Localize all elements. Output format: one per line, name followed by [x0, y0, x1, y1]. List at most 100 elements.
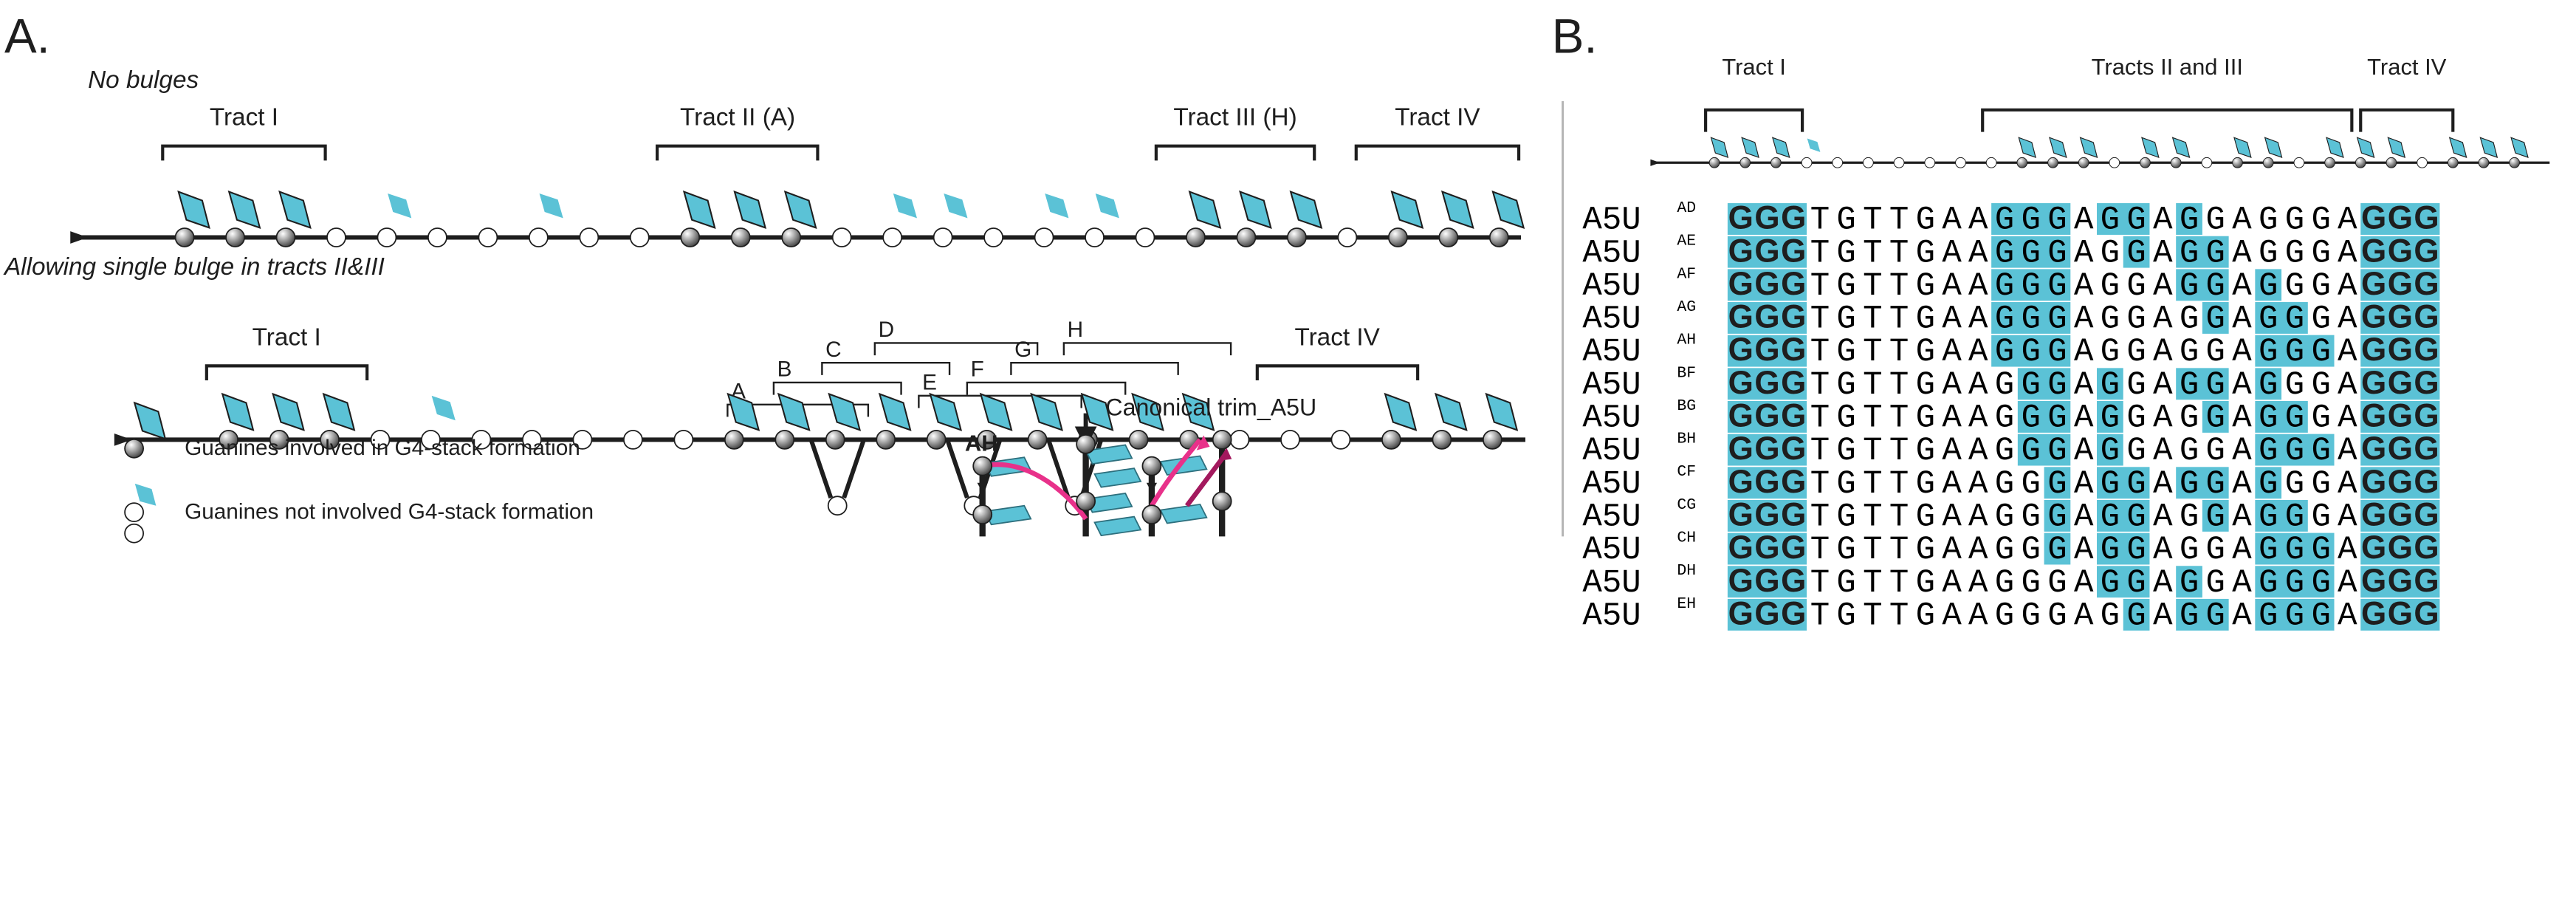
- svg-text:T: T: [1889, 597, 1909, 634]
- svg-text:G: G: [1995, 301, 2014, 338]
- svg-text:T: T: [1889, 235, 1909, 272]
- svg-text:T: T: [1863, 400, 1882, 437]
- svg-text:G: G: [1781, 496, 1806, 532]
- bulge-window-bracket: [772, 381, 902, 395]
- stacked-run-highlight: [2176, 269, 2229, 301]
- svg-text:G: G: [2311, 334, 2330, 371]
- svg-text:G: G: [2206, 334, 2225, 371]
- stacked-run-highlight: [1727, 598, 1807, 631]
- bulge-window-bracket: [873, 342, 1039, 356]
- stacked-run-highlight: [2123, 598, 2150, 631]
- bulge-window-bracket: [821, 362, 951, 375]
- svg-text:G: G: [2414, 496, 2439, 532]
- stacked-guanine: [680, 227, 701, 247]
- svg-text:A: A: [2338, 433, 2357, 470]
- svg-text:G: G: [2361, 398, 2386, 434]
- stacked-guanine: [2016, 157, 2028, 168]
- svg-text:G: G: [2206, 202, 2225, 239]
- stacked-guanine: [174, 227, 195, 247]
- svg-text:T: T: [1810, 301, 1830, 338]
- svg-text:T: T: [1810, 367, 1830, 404]
- stacked-guanine: [977, 429, 997, 450]
- variant-prefix: A5U: [1582, 597, 1641, 634]
- svg-text:G: G: [2414, 398, 2439, 434]
- svg-text:G: G: [1754, 365, 1779, 401]
- variant-superscript: BG: [1677, 397, 1696, 415]
- variant-superscript: AH: [1677, 332, 1696, 349]
- svg-text:A: A: [1968, 301, 1988, 338]
- stacked-guanine: [2447, 157, 2459, 168]
- panel-b-strand: [1650, 137, 2550, 168]
- svg-text:G: G: [2126, 268, 2146, 305]
- stacked-run-highlight: [1991, 335, 2071, 367]
- svg-text:G: G: [1728, 595, 1754, 631]
- svg-text:G: G: [2047, 235, 2067, 272]
- svg-text:G: G: [1836, 400, 1855, 437]
- stacked-run-highlight: [2202, 499, 2229, 532]
- svg-text:A: A: [2338, 565, 2357, 602]
- svg-text:T: T: [1863, 597, 1882, 634]
- stacked-run-highlight: [2360, 434, 2440, 466]
- svg-text:G: G: [2361, 563, 2386, 599]
- variant-prefix: A5U: [1582, 565, 1641, 602]
- stacked-run-highlight: [1727, 335, 1807, 367]
- svg-text:A: A: [2338, 334, 2357, 371]
- svg-text:T: T: [1810, 268, 1830, 305]
- svg-text:G: G: [1995, 202, 2014, 239]
- non-guanine-base: [2201, 157, 2213, 168]
- stacked-run-highlight: [2097, 203, 2150, 235]
- svg-text:A: A: [2338, 499, 2357, 535]
- stacked-guanine: [1488, 227, 1509, 247]
- svg-text:G: G: [1781, 266, 1806, 302]
- non-guanine-base: [1135, 227, 1155, 247]
- svg-text:G: G: [1754, 398, 1779, 434]
- svg-text:T: T: [1810, 466, 1830, 503]
- row1-tract-brackets: Tract I Tract II (A) Tract III (H) Tract…: [161, 104, 1521, 161]
- svg-text:T: T: [1810, 433, 1830, 470]
- stacked-guanine: [2170, 157, 2182, 168]
- window-label-c: C: [825, 338, 841, 362]
- svg-text:G: G: [2388, 365, 2413, 401]
- stacked-run-highlight: [2176, 467, 2229, 499]
- stacked-run-highlight: [2017, 400, 2071, 433]
- stacked-guanine: [1186, 227, 1206, 247]
- stacked-guanine: [2232, 157, 2243, 168]
- b-tract-iv-label: Tract IV: [2367, 54, 2447, 80]
- stacked-run-highlight: [2255, 368, 2282, 400]
- stacked-run-highlight: [1727, 400, 1807, 433]
- svg-text:G: G: [2047, 268, 2067, 305]
- stacked-guanine: [825, 429, 845, 450]
- stacked-guanine: [2262, 157, 2274, 168]
- stacked-run-highlight: [2360, 532, 2440, 565]
- stacked-guanine: [2478, 157, 2490, 168]
- svg-text:T: T: [1810, 202, 1830, 239]
- svg-text:A: A: [2074, 433, 2094, 470]
- svg-text:G: G: [2285, 235, 2304, 272]
- svg-text:A: A: [2074, 466, 2094, 503]
- svg-text:G: G: [1781, 233, 1806, 269]
- svg-text:G: G: [2259, 367, 2278, 404]
- svg-text:G: G: [1754, 233, 1779, 269]
- svg-text:G: G: [2180, 235, 2199, 272]
- panel-b-letter: B.: [1552, 9, 1598, 63]
- svg-text:G: G: [1781, 464, 1806, 500]
- svg-text:G: G: [2285, 301, 2304, 338]
- non-guanine-base: [673, 429, 694, 450]
- svg-text:G: G: [2311, 499, 2330, 535]
- svg-text:G: G: [1916, 268, 1935, 305]
- svg-text:G: G: [1781, 398, 1806, 434]
- stacked-run-highlight: [2360, 368, 2440, 400]
- non-guanine-base: [370, 429, 391, 450]
- svg-text:G: G: [1754, 563, 1779, 599]
- svg-text:G: G: [2180, 597, 2199, 634]
- svg-text:G: G: [1781, 595, 1806, 631]
- svg-text:G: G: [2361, 200, 2386, 236]
- svg-text:A: A: [2232, 597, 2252, 634]
- svg-text:G: G: [2311, 466, 2330, 503]
- legend-stacked-guanine: Guanines involved in G4-stack formation: [185, 436, 580, 460]
- window-label-b: B: [777, 357, 792, 382]
